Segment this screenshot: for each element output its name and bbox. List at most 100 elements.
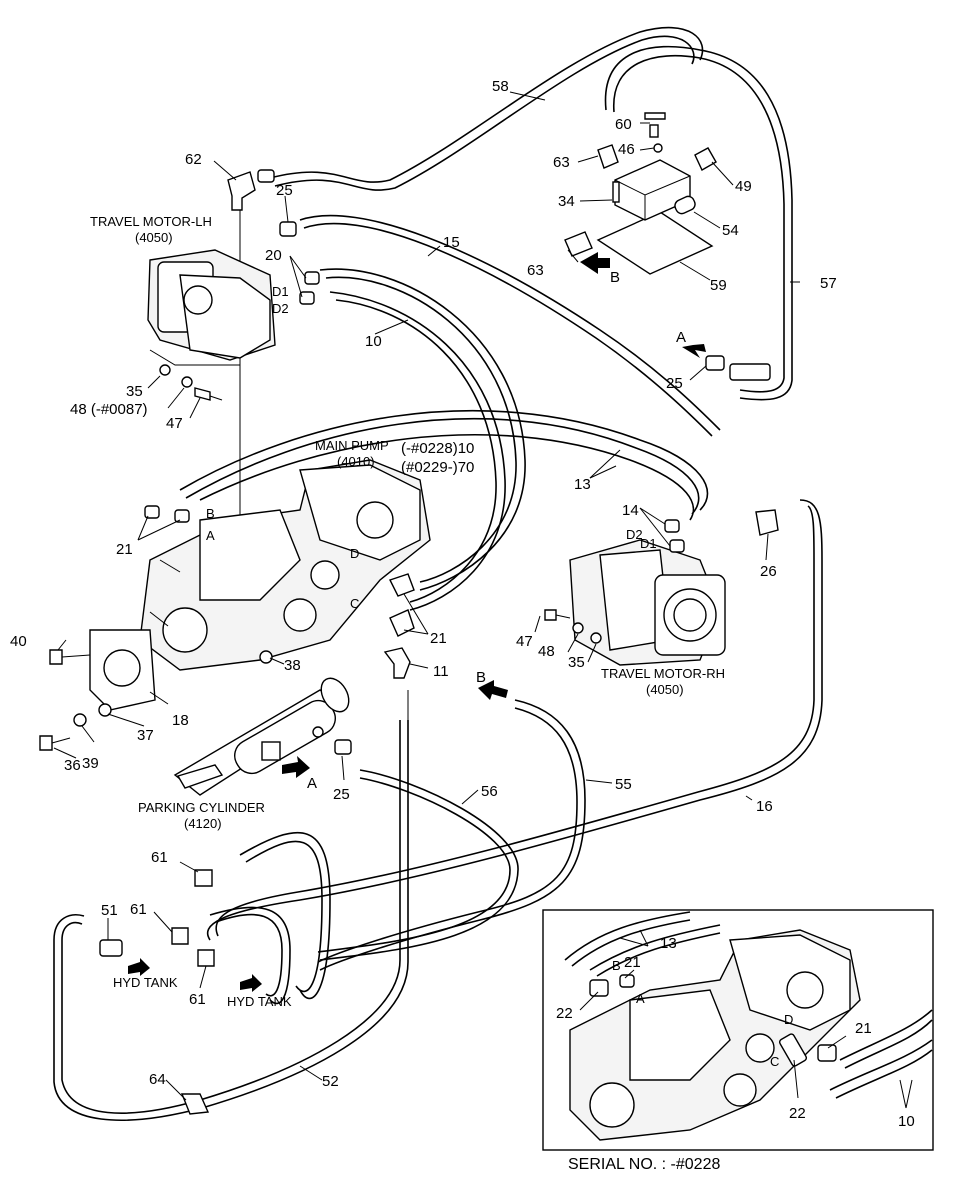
label-11: 11 [433, 663, 449, 680]
hose-group [53, 26, 823, 1121]
label-16: 16 [756, 798, 773, 815]
inset-port-b: B [612, 958, 621, 973]
hose-58 [269, 26, 704, 183]
caption-travel-motor-lh-code: (4050) [135, 230, 173, 245]
port-d1-lh: D1 [272, 284, 289, 299]
label-pump-range-1: (-#0228)10 [401, 440, 474, 457]
label-21-inset-right: 21 [855, 1020, 872, 1037]
label-48-lh: 48 (-#0087) [70, 401, 148, 418]
label-21-left: 21 [116, 541, 133, 558]
label-35-rh: 35 [568, 654, 585, 671]
arrow-a-lower [282, 756, 310, 778]
label-26: 26 [760, 563, 777, 580]
port-d: D [350, 546, 359, 561]
label-15: 15 [443, 234, 460, 251]
label-47-lh: 47 [166, 415, 183, 432]
label-40: 40 [10, 633, 27, 650]
label-56: 56 [481, 783, 498, 800]
caption-parking-cylinder-code: (4120) [184, 816, 222, 831]
leader-lines [53, 91, 800, 1101]
valve-block [596, 112, 714, 275]
arrow-hyd-tank-1 [128, 958, 150, 976]
arrow-a-upper [682, 344, 706, 358]
part-number-labels: 58 62 60 46 63 49 25 34 54 15 20 63 59 5… [10, 78, 915, 1130]
port-d2-lh: D2 [272, 301, 289, 316]
label-54: 54 [722, 222, 739, 239]
parking-cylinder [173, 677, 350, 796]
inset-port-c: C [770, 1054, 779, 1069]
label-38: 38 [284, 657, 301, 674]
arrow-b-valve [580, 252, 610, 274]
label-20: 20 [265, 247, 282, 264]
hose-13 [179, 409, 709, 511]
label-13-inset: 13 [660, 935, 677, 952]
caption-travel-motor-rh-code: (4050) [646, 682, 684, 697]
fittings [39, 144, 779, 1115]
inset-port-a: A [636, 991, 645, 1006]
travel-motor-lh [147, 249, 276, 366]
label-25-lh: 25 [276, 182, 293, 199]
arrows [128, 252, 706, 992]
port-d2-rh: D2 [626, 527, 643, 542]
label-13-upper: 13 [574, 476, 591, 493]
caption-hyd-tank-2: HYD TANK [227, 994, 292, 1009]
label-25-cylinder: 25 [333, 786, 350, 803]
label-57: 57 [820, 275, 837, 292]
label-58: 58 [492, 78, 509, 95]
hose-55 [319, 699, 586, 971]
hose-16 [206, 499, 823, 941]
label-59: 59 [710, 277, 727, 294]
label-35-lh: 35 [126, 383, 143, 400]
label-34: 34 [558, 193, 575, 210]
label-61-middle: 61 [130, 901, 147, 918]
label-18: 18 [172, 712, 189, 729]
caption-travel-motor-rh: TRAVEL MOTOR-RH [601, 666, 725, 681]
inset-frame [542, 909, 934, 1151]
label-37: 37 [137, 727, 154, 744]
label-61-upper: 61 [151, 849, 168, 866]
caption-main-pump: MAIN PUMP [315, 438, 389, 453]
port-c: C [350, 596, 359, 611]
label-46: 46 [618, 141, 635, 158]
label-pump-range-2: (#0229-)70 [401, 459, 474, 476]
arrow-label-a-upper: A [676, 329, 686, 346]
hose-10 [319, 268, 526, 591]
arrow-label-b-lower: B [476, 669, 486, 686]
label-10-inset: 10 [898, 1113, 915, 1130]
inset-port-d: D [784, 1012, 793, 1027]
label-63-lower: 63 [527, 262, 544, 279]
label-61-lower: 61 [189, 991, 206, 1008]
caption-hyd-tank-1: HYD TANK [113, 975, 178, 990]
label-22-inset-left: 22 [556, 1005, 573, 1022]
label-62: 62 [185, 151, 202, 168]
serial-number-caption: SERIAL NO. : -#0228 [568, 1156, 720, 1173]
label-22-inset-bottom: 22 [789, 1105, 806, 1122]
port-a: A [206, 528, 215, 543]
label-64: 64 [149, 1071, 166, 1088]
hose-56 [319, 769, 519, 961]
port-d1-rh: D1 [640, 536, 657, 551]
label-51: 51 [101, 902, 118, 919]
label-49: 49 [735, 178, 752, 195]
main-pump [89, 459, 431, 711]
label-52: 52 [322, 1073, 339, 1090]
label-60: 60 [615, 116, 632, 133]
label-21-inset-upper: 21 [624, 954, 641, 971]
inset-serial-0228 [542, 909, 934, 1151]
arrow-b-lower [478, 680, 508, 700]
label-21-pump: 21 [430, 630, 447, 647]
label-47-rh: 47 [516, 633, 533, 650]
caption-main-pump-code: (4010) [337, 454, 375, 469]
travel-motor-rh [569, 539, 726, 666]
arrow-label-a-lower: A [307, 775, 317, 792]
caption-parking-cylinder: PARKING CYLINDER [138, 800, 265, 815]
label-48-rh: 48 [538, 643, 555, 660]
arrow-label-b-valve: B [610, 269, 620, 286]
caption-travel-motor-lh: TRAVEL MOTOR-LH [90, 214, 212, 229]
label-36: 36 [64, 757, 81, 774]
port-labels: D1 D2 D2 D1 A B C D B A C D A B B A [206, 269, 793, 1069]
port-b: B [206, 506, 215, 521]
label-25-right: 25 [666, 375, 683, 392]
label-10-upper: 10 [365, 333, 382, 350]
